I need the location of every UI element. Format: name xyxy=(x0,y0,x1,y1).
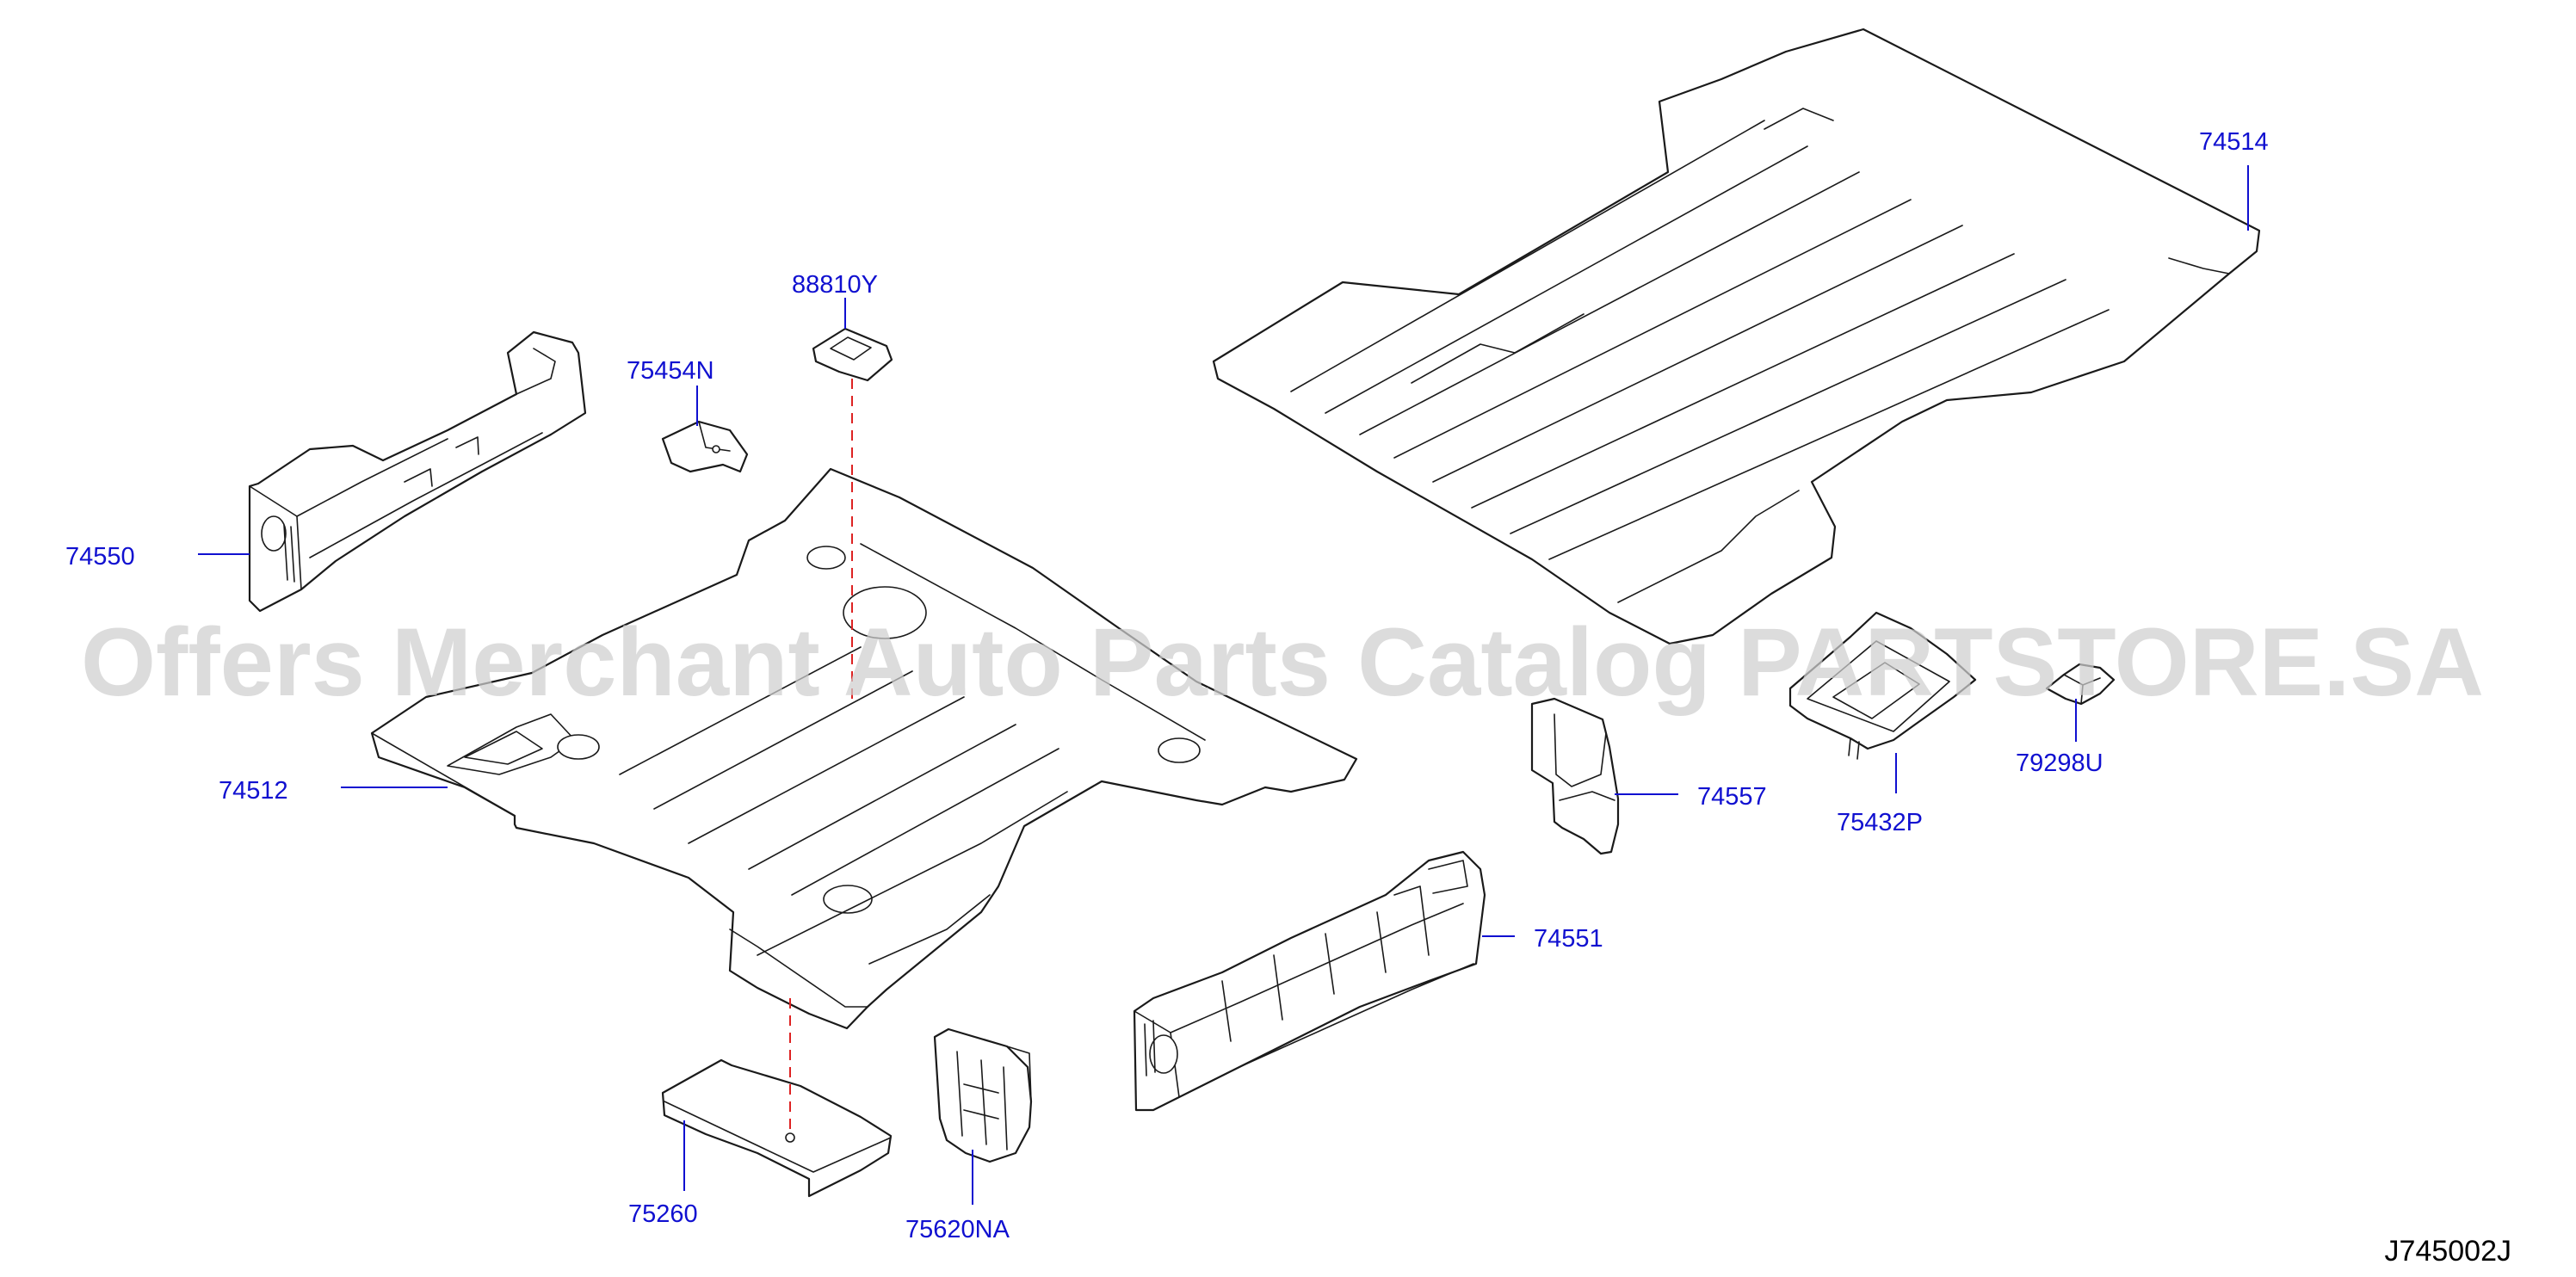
leader-lines xyxy=(198,165,2249,1205)
label-75454N[interactable]: 75454N xyxy=(627,357,714,385)
clip-79298U[interactable] xyxy=(2045,663,2116,706)
bracket-75432P[interactable] xyxy=(1788,611,1977,760)
cover-plate-75260[interactable] xyxy=(661,1058,893,1198)
label-74512[interactable]: 74512 xyxy=(219,777,288,805)
label-75432P[interactable]: 75432P xyxy=(1837,809,1923,836)
watermark-text: Offers Merchant Auto Parts Catalog PARTS… xyxy=(81,608,2484,716)
side-member-74550[interactable] xyxy=(248,330,587,613)
side-member-74551[interactable] xyxy=(1133,850,1486,1112)
diagram-code: J745002J xyxy=(2385,1235,2511,1268)
bracket-74557[interactable] xyxy=(1530,697,1620,855)
label-74550[interactable]: 74550 xyxy=(65,543,135,571)
bracket-75454N[interactable] xyxy=(661,420,749,473)
label-75260[interactable]: 75260 xyxy=(628,1200,698,1228)
clip-88810Y[interactable] xyxy=(812,327,893,382)
front-floor-panel-74512[interactable] xyxy=(370,467,1358,1030)
bracket-75620NA[interactable] xyxy=(933,1027,1033,1163)
part-labels: 74514 88810Y 75454N 74550 74512 74557 75… xyxy=(65,128,2269,1243)
label-74514[interactable]: 74514 xyxy=(2199,128,2269,156)
label-74551[interactable]: 74551 xyxy=(1534,925,1603,953)
rear-floor-panel-74514[interactable] xyxy=(1212,28,2261,645)
label-74557[interactable]: 74557 xyxy=(1697,783,1767,811)
label-88810Y[interactable]: 88810Y xyxy=(792,271,878,299)
label-79298U[interactable]: 79298U xyxy=(2016,750,2103,777)
label-75620NA[interactable]: 75620NA xyxy=(905,1216,1010,1243)
